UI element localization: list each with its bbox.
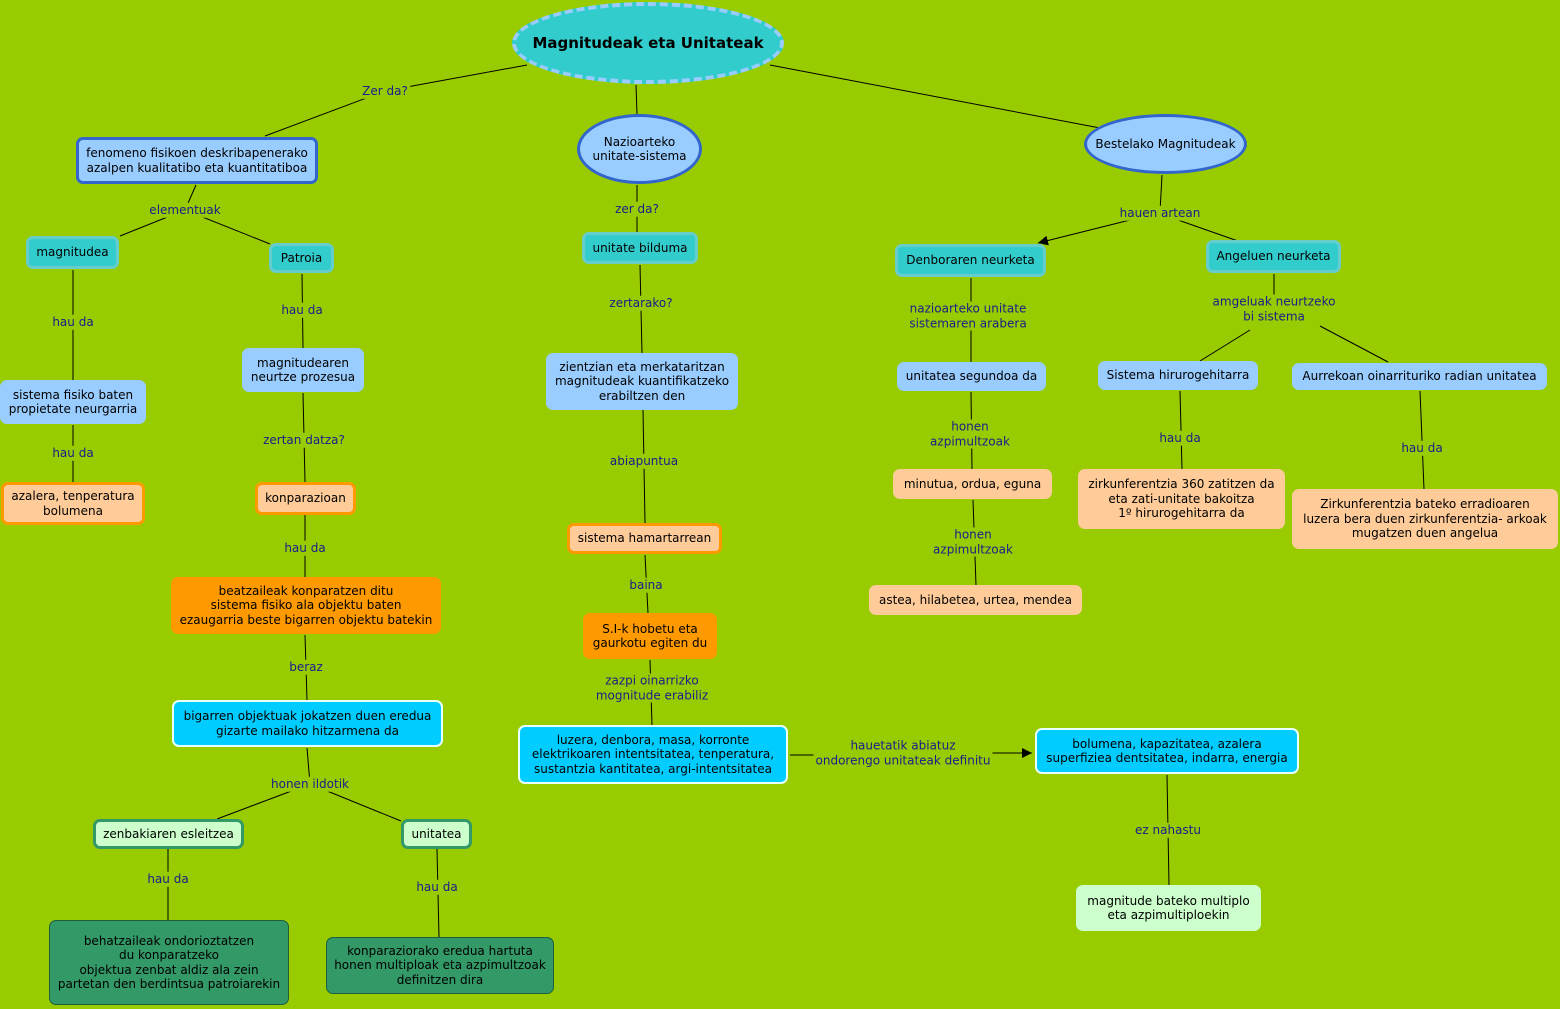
concept-astea-hilabetea: astea, hilabetea, urtea, mendea [869,585,1082,615]
link-label-nazioarteko-unitate: nazioarteko unitate sistemaren arabera [907,301,1029,331]
concept-magnitudearen-neurtze: magnitudearen neurtze prozesua [242,348,364,392]
link-label-hauetatik-abiatuz: hauetatik abiatuz ondorengo unitateak de… [813,738,993,768]
concept-angeluen-neurketa: Angeluen neurketa [1206,240,1341,273]
link-label-zer-da-2: zer da? [613,201,661,217]
link-label-hauen-artean: hauen artean [1117,205,1203,221]
link-label-amgeluak: amgeluak neurtzeko bi sistema [1210,294,1338,324]
link-label-honen-azpimultzoak: honen azpimultzoak [928,419,1012,449]
title-node: Magnitudeak eta Unitateak [512,2,784,84]
link-label-elementuak: elementuak [147,202,223,218]
link-label-zertan-datza: zertan datza? [261,432,347,448]
concept-sik-hobetu: S.I-k hobetu eta gaurkotu egiten du [583,613,717,659]
concept-minutua-ordua-eguna: minutua, ordua, eguna [893,469,1052,499]
concept-oinarrizko-magnitudeak: luzera, denbora, masa, korronte elektrik… [518,725,788,784]
concept-bigarren-objektuak: bigarren objektuak jokatzen duen eredua … [172,700,443,747]
concept-unitatea-segundoa: unitatea segundoa da [897,362,1046,391]
concept-patroia: Patroia [269,243,334,273]
link-label-abiapuntua: abiapuntua [607,453,681,469]
link-label-zertarako: zertarako? [607,295,675,311]
link-label-hau-da: hau da [50,314,96,330]
concept-eratorritako-magnitudeak: bolumena, kapazitatea, azalera superfizi… [1035,728,1299,774]
concept-denboraren-neurketa: Denboraren neurketa [895,244,1046,277]
concept-sistema-hamartarrean: sistema hamartarrean [567,523,722,554]
link-label-beraz: beraz [287,659,325,675]
concept-zenbakiaren-esleitzea: zenbakiaren esleitzea [93,819,244,849]
concept-multiplo-azpimultiplo: magnitude bateko multiplo eta azpimultip… [1076,885,1261,931]
link-label-zer-da: Zer da? [360,83,410,99]
concept-nazioarteko-unitate-sistema: Nazioarteko unitate-sistema [577,114,702,184]
concept-unitatea: unitatea [401,819,472,849]
concept-bestelako-magnitudeak: Bestelako Magnitudeak [1084,114,1247,174]
concept-behatzaileak: behatzaileak ondorioztatzen du konparatz… [49,920,289,1005]
concept-magnitudea: magnitudea [26,236,119,269]
link-label-honen-ildotik: honen ildotik [269,776,351,792]
link-label-hau-da: hau da [279,302,325,318]
link-label-hau-da: hau da [50,445,96,461]
link-label-zazpi-oinarrizko: zazpi oinarrizko mognitude erabiliz [593,673,711,703]
link-label-hau-da: hau da [414,879,460,895]
concept-zientzian: zientzian eta merkataritzan magnitudeak … [546,353,738,410]
concept-radian-definizioa: Zirkunferentzia bateko erradioaren luzer… [1292,489,1558,549]
link-label-hau-da: hau da [1157,430,1203,446]
link-label-honen-azpimultzoak: honen azpimultzoak [931,527,1015,557]
concept-unitate-bilduma: unitate bilduma [582,232,698,264]
concept-sistema-fisiko: sistema fisiko baten propietate neurgarr… [0,380,146,424]
link-label-baina: baina [627,577,665,593]
link-label-hau-da: hau da [145,871,191,887]
concept-fenomeno: fenomeno fisikoen deskribapenerako azalp… [76,137,318,184]
link-label-hau-da: hau da [282,540,328,556]
concept-konparaziorako-eredua: konparaziorako eredua hartuta honen mult… [326,937,554,994]
link-label-hau-da: hau da [1399,440,1445,456]
concept-azalera-tenperatura: azalera, tenperatura bolumena [1,482,145,525]
concept-sistema-hirurogehitarra: Sistema hirurogehitarra [1098,361,1258,390]
link-label-ez-nahastu: ez nahastu [1133,822,1203,838]
concept-radian-unitatea: Aurrekoan oinarrituriko radian unitatea [1292,363,1547,390]
concept-zirkunferentzia-360: zirkunferentzia 360 zatitzen da eta zati… [1078,469,1285,529]
concept-beatzaileak: beatzaileak konparatzen ditu sistema fis… [171,577,441,634]
concept-konparazioan: konparazioan [255,482,356,515]
